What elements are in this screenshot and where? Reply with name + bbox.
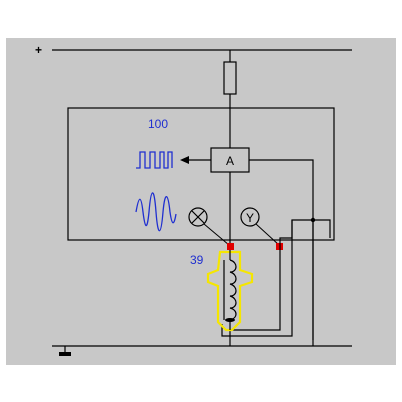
terminal-x-icon	[188, 207, 208, 227]
terminal-y-pointer	[255, 223, 280, 246]
terminal-y-icon	[240, 207, 260, 227]
arrow-left-icon	[180, 156, 211, 164]
terminal-x-pointer	[203, 223, 230, 246]
connector-x	[227, 243, 234, 250]
diagram-panel	[6, 38, 396, 365]
inductive-coil-icon	[223, 250, 237, 330]
terminal-y-label: Y	[246, 211, 254, 225]
y-wire-outer	[279, 219, 331, 250]
y-wire-inner	[221, 220, 293, 337]
y-wire-return	[230, 250, 281, 331]
ammeter-label: A	[226, 154, 234, 168]
sensor-highlight	[206, 250, 254, 332]
fuse-icon	[223, 61, 237, 95]
control-unit-box	[67, 107, 335, 241]
sine-wave-icon	[135, 192, 177, 232]
control-unit-number: 100	[148, 117, 168, 131]
square-wave-icon	[136, 151, 173, 169]
ground-icon	[59, 346, 71, 356]
sensor-number: 39	[190, 253, 204, 267]
positive-sign: +	[35, 43, 42, 57]
